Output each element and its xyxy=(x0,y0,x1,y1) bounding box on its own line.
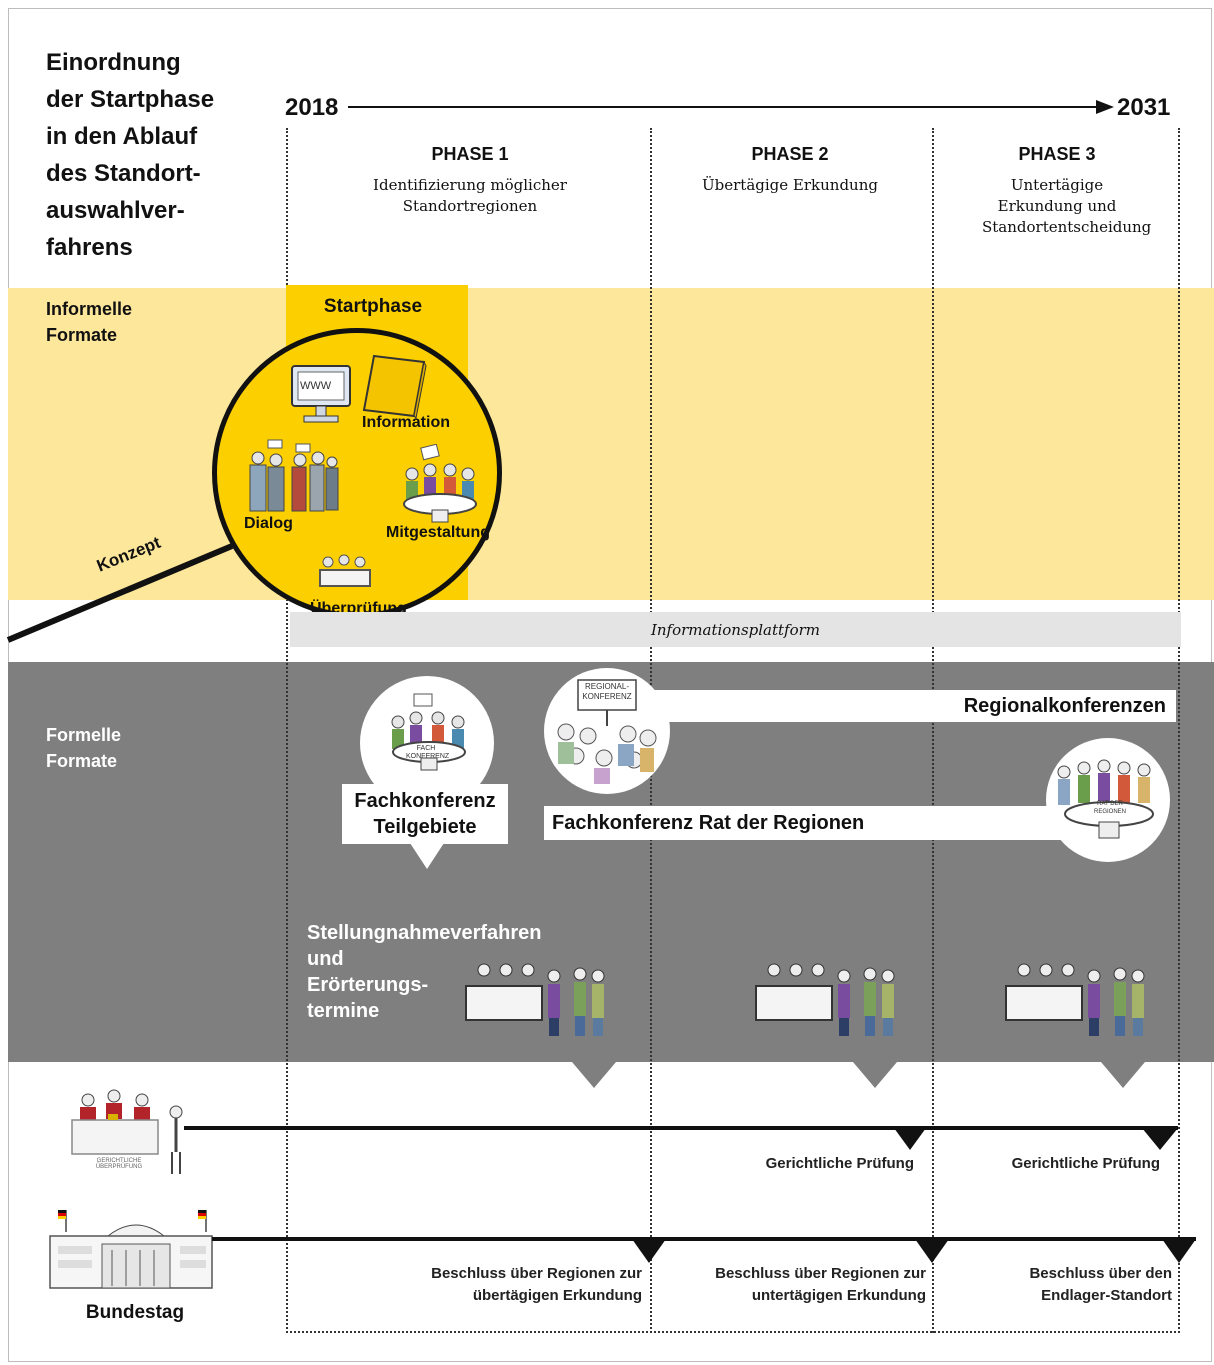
co-design-label: Mitgestaltung xyxy=(386,524,490,541)
hearing-pointer xyxy=(572,1062,616,1088)
fachkonferenz-teilgebiete-box: Fachkonferenz Teilgebiete xyxy=(342,784,508,844)
magnifier-handle xyxy=(6,543,234,643)
phase-heading: PHASE 1 xyxy=(431,144,509,164)
fachkonferenz-teilgebiete-label: Fachkonferenz Teilgebiete xyxy=(342,784,508,840)
label-line: übertägigen Erkundung xyxy=(472,1287,642,1304)
label-line: Teilgebiete xyxy=(373,816,477,838)
bundestag-decision-3: Beschluss über den Endlager-Standort xyxy=(960,1263,1172,1307)
regionalkonferenzen-label: Regionalkonferenzen xyxy=(963,694,1166,717)
informal-formats-label: Informelle Formate xyxy=(46,296,132,348)
formal-formats-label: Formelle Formate xyxy=(46,722,121,774)
court-icon xyxy=(71,1089,183,1174)
label-line: Formelle xyxy=(46,725,122,745)
court-label-phase-3: Gerichtliche Prüfung xyxy=(1011,1155,1160,1172)
bundestag-decision-1: Beschluss über Regionen zur übertägigen … xyxy=(380,1263,642,1307)
court-label-phase-2: Gerichtliche Prüfung xyxy=(765,1155,914,1172)
label-line: Fachkonferenz xyxy=(354,790,496,812)
label-line: und xyxy=(307,948,344,970)
title-line: auswahlver- xyxy=(46,197,185,224)
rat-der-regionen-sign: RAT DER REGIONEN xyxy=(1093,801,1126,815)
brochure-icon xyxy=(362,354,427,420)
label-line: Beschluss über Regionen zur xyxy=(431,1265,642,1282)
startphase-label: Startphase xyxy=(323,296,423,317)
information-platform-bar: Informationsplattform xyxy=(290,612,1181,647)
hearing-pointer xyxy=(853,1062,897,1088)
computer-icon xyxy=(291,365,351,423)
title-line: fahrens xyxy=(46,234,133,261)
label-line: Beschluss über den xyxy=(1029,1265,1172,1282)
www-sign: WWW xyxy=(300,380,332,392)
label-line: termine xyxy=(307,1000,380,1022)
label-line: Stellungnahmeverfahren xyxy=(307,922,542,944)
phase-heading: PHASE 3 xyxy=(1018,144,1096,164)
label-line: Endlager-Standort xyxy=(1041,1287,1172,1304)
rat-der-regionen-label: Fachkonferenz Rat der Regionen xyxy=(552,811,865,834)
diagram-title: Einordnung der Startphase in den Ablauf … xyxy=(46,44,266,266)
bottom-dotted-line xyxy=(286,1331,1180,1333)
hearing-pointer xyxy=(1101,1062,1145,1088)
review-icon xyxy=(319,554,371,587)
phase-subtitle: Identifizierung möglicher Standortregion… xyxy=(373,176,567,215)
co-design-icon xyxy=(403,444,477,523)
phase-heading: PHASE 2 xyxy=(751,144,829,164)
stellungnahme-label: Stellungnahmeverfahren und Erörterungs- … xyxy=(307,920,542,1024)
label-line: Formate xyxy=(46,325,118,345)
phase-2-header: PHASE 2 Übertägige Erkundung xyxy=(660,144,920,196)
phase-3-header: PHASE 3 Untertägige Erkundung und Stando… xyxy=(948,144,1166,238)
label-line: Erörterungs- xyxy=(307,974,429,996)
court-icon-caption: GERICHTLICHE ÜBERPRÜFUNG xyxy=(95,1158,143,1170)
bundestag-label: Bundestag xyxy=(85,1302,185,1323)
regionalkonferenz-crowd-icon xyxy=(557,679,657,784)
title-line: der Startphase xyxy=(46,86,215,113)
phase-divider xyxy=(1178,128,1180,1333)
information-label: Information xyxy=(362,414,450,431)
phase-divider xyxy=(286,128,288,1333)
title-line: Einordnung xyxy=(46,49,181,76)
fachkonferenz-icon xyxy=(391,693,466,771)
bundestag-timeline xyxy=(212,1237,1196,1263)
regionalkonferenz-sign: REGIONAL- KONFERENZ xyxy=(582,682,632,701)
information-platform-label: Informationsplattform xyxy=(650,620,821,639)
hearing-icon xyxy=(755,963,895,1036)
fachkonferenz-sign: FACH KONFERENZ xyxy=(406,745,450,760)
rat-der-regionen-icon xyxy=(1057,759,1154,839)
court-timeline xyxy=(184,1126,1178,1150)
label-line: Informelle xyxy=(46,299,133,319)
hearing-icon xyxy=(1005,963,1145,1036)
phase-subtitle: Untertägige Erkundung und Standortentsch… xyxy=(982,176,1152,236)
pointer-triangle xyxy=(410,843,444,869)
phase-subtitle: Übertägige Erkundung xyxy=(702,176,878,194)
label-line: untertägigen Erkundung xyxy=(751,1287,926,1304)
informal-formats-band xyxy=(8,288,1214,600)
title-line: des Standort- xyxy=(46,160,201,187)
label-line: Beschluss über Regionen zur xyxy=(715,1265,926,1282)
dialog-label: Dialog xyxy=(244,515,293,532)
bundestag-icon xyxy=(49,1210,213,1289)
label-line: Formate xyxy=(46,751,118,771)
start-year: 2018 xyxy=(285,94,339,121)
end-year: 2031 xyxy=(1117,94,1171,121)
regionalkonferenzen-bar: Regionalkonferenzen xyxy=(604,690,1176,722)
title-line: in den Ablauf xyxy=(46,123,198,150)
phase-1-header: PHASE 1 Identifizierung möglicher Stando… xyxy=(340,144,600,217)
bundestag-decision-2: Beschluss über Regionen zur untertägigen… xyxy=(662,1263,926,1307)
hearing-icon xyxy=(465,963,605,1036)
phase-divider xyxy=(932,128,934,1333)
timeline-arrow xyxy=(348,100,1114,114)
rat-der-regionen-bar: Fachkonferenz Rat der Regionen xyxy=(544,806,1104,840)
dialog-people-icon xyxy=(249,439,339,512)
